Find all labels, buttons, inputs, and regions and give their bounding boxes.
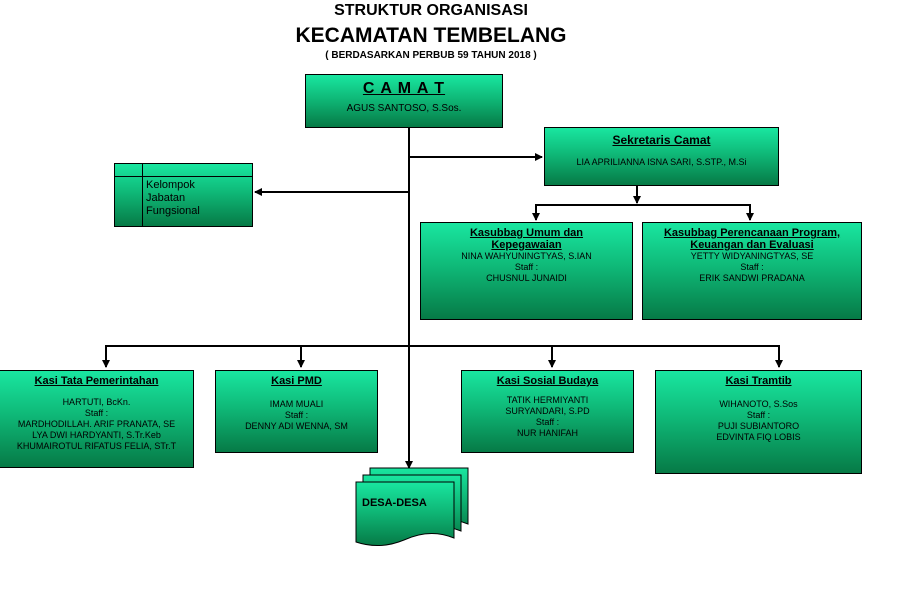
kasi-sosial-name2: SURYANDARI, S.PD [505, 406, 590, 416]
kasi-pmd-title: Kasi PMD [271, 375, 322, 387]
kasubbag-perencanaan-title2: Keuangan dan Evaluasi [690, 239, 814, 251]
sekcam-title: Sekretaris Camat [612, 133, 711, 147]
camat-name: AGUS SANTOSO, S.Sos. [346, 103, 462, 114]
kasubbag-umum-title2: Kepegawaian [491, 239, 562, 251]
fungsional-box: Kelompok Jabatan Fungsional [114, 163, 253, 227]
desa-doc-front [355, 481, 455, 546]
kasubbag-umum-box: Kasubbag Umum dan Kepegawaian NINA WAHYU… [420, 222, 633, 320]
kasi-pmd-box: Kasi PMD IMAM MUALI Staff : DENNY ADI WE… [215, 370, 378, 453]
fungsional-line2: Jabatan [146, 192, 186, 204]
fungsional-line1: Kelompok [146, 179, 195, 191]
kasi-pemerintahan-name: HARTUTI, BcKn. [62, 397, 131, 407]
kasubbag-perencanaan-staff-label: Staff : [740, 262, 764, 272]
chart-subtitle: ( BERDASARKAN PERBUB 59 TAHUN 2018 ) [325, 50, 537, 61]
kasi-pemerintahan-staff-label: Staff : [84, 408, 109, 418]
kasubbag-perencanaan-box: Kasubbag Perencanaan Program, Keuangan d… [642, 222, 862, 320]
chart-title-line2: KECAMATAN TEMBELANG [295, 24, 567, 47]
kasi-pemerintahan-box: Kasi Tata Pemerintahan HARTUTI, BcKn. St… [0, 370, 194, 468]
kasi-sosial-title: Kasi Sosial Budaya [496, 375, 599, 387]
kasi-pemerintahan-staff1: MARDHODILLAH. ARIF PRANATA, SE [17, 419, 176, 429]
kasubbag-umum-staff1: CHUSNUL JUNAIDI [486, 273, 567, 283]
kasi-pemerintahan-staff3: KHUMAIROTUL RIFATUS FELIA, STr.T [16, 441, 177, 451]
kasi-tramtib-staff-label: Staff : [746, 410, 771, 420]
kasi-sosial-staff-label: Staff : [535, 417, 560, 427]
kasubbag-perencanaan-staff1: ERIK SANDWI PRADANA [699, 273, 805, 283]
kasi-tramtib-staff2: EDVINTA FIQ LOBIS [716, 432, 801, 442]
desa-label: DESA-DESA [362, 497, 427, 509]
kasi-pmd-staff-label: Staff : [284, 410, 309, 420]
sekcam-name: LIA APRILIANNA ISNA SARI, S.STP., M.Si [576, 157, 747, 167]
kasi-pmd-staff1: DENNY ADI WENNA, SM [245, 421, 348, 431]
kasi-pmd-name: IMAM MUALI [269, 399, 324, 409]
fungsional-row-divider [115, 176, 252, 177]
kasi-sosial-staff1: NUR HANIFAH [516, 428, 578, 438]
kasi-sosial-name: TATIK HERMIYANTI [506, 395, 589, 405]
camat-title: C A M A T [362, 80, 446, 97]
kasi-tramtib-name: WIHANOTO, S.Sos [719, 399, 798, 409]
kasi-pemerintahan-title: Kasi Tata Pemerintahan [34, 375, 159, 387]
kasubbag-umum-title1: Kasubbag Umum dan [469, 227, 584, 239]
kasi-sosial-box: Kasi Sosial Budaya TATIK HERMIYANTI SURY… [461, 370, 634, 453]
kasubbag-perencanaan-name: YETTY WIDYANINGTYAS, SE [690, 251, 814, 261]
fungsional-label: Kelompok Jabatan Fungsional [146, 179, 200, 218]
kasi-pemerintahan-staff2: LYA DWI HARDYANTI, S.Tr.Keb [32, 430, 161, 440]
kasubbag-perencanaan-title1: Kasubbag Perencanaan Program, [663, 227, 841, 239]
chart-title-line1: STRUKTUR ORGANISASI [334, 2, 528, 19]
fungsional-col-divider [142, 164, 143, 226]
kasubbag-umum-name: NINA WAHYUNINGTYAS, S.IAN [461, 251, 592, 261]
kasi-tramtib-title: Kasi Tramtib [725, 375, 792, 387]
kasi-tramtib-staff1: PUJI SUBIANTORO [717, 421, 800, 431]
sekcam-box: Sekretaris Camat LIA APRILIANNA ISNA SAR… [544, 127, 779, 186]
fungsional-line3: Fungsional [146, 205, 200, 217]
kasi-tramtib-box: Kasi Tramtib WIHANOTO, S.Sos Staff : PUJ… [655, 370, 862, 474]
kasubbag-umum-staff-label: Staff : [514, 262, 539, 272]
camat-box: C A M A T AGUS SANTOSO, S.Sos. [305, 74, 503, 128]
